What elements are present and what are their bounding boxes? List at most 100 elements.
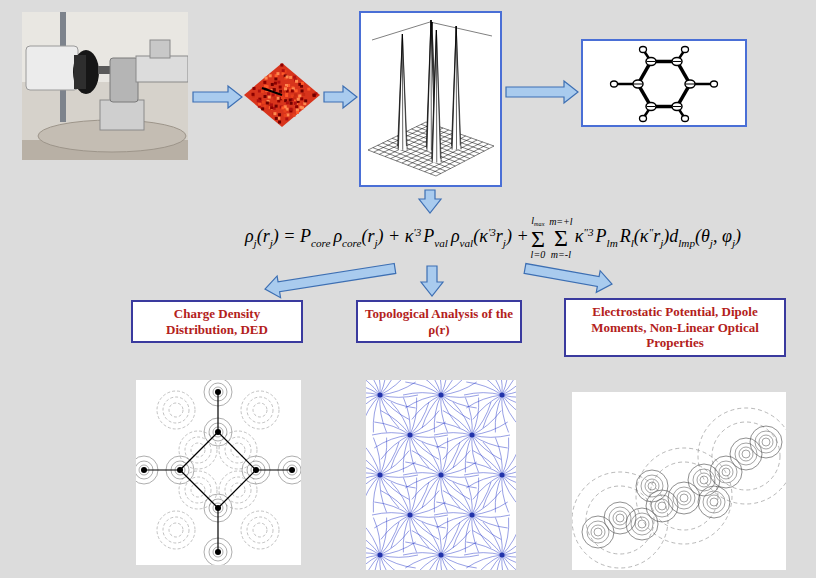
gradient-path: [391, 515, 410, 548]
gradient-path: [410, 402, 429, 435]
block-arrow: [421, 266, 443, 296]
gradient-path: [483, 395, 502, 428]
gradient-path: [441, 555, 470, 570]
pattern-spot: [291, 89, 294, 92]
formula-part: (r: [361, 226, 374, 246]
nucleus-dot: [378, 393, 383, 398]
contour-positive: [648, 482, 656, 490]
summation-sign: Σ: [531, 228, 546, 251]
gradient-path: [372, 433, 410, 435]
gradient-path: [410, 398, 417, 435]
photo-ground: [22, 12, 188, 160]
formula-term: ρ: [333, 226, 342, 246]
gradient-path: [380, 531, 409, 555]
gradient-path: [380, 555, 399, 570]
nucleus-dot: [378, 553, 383, 558]
bond-line: [217, 508, 218, 552]
contour-positive: [735, 443, 757, 465]
formula-part: lmp: [678, 226, 695, 246]
contour-positive: [698, 486, 730, 518]
beam-stop: [262, 88, 282, 95]
pattern-spot: [271, 83, 274, 86]
pattern-spot: [282, 69, 285, 72]
contour-positive: [755, 431, 777, 453]
gradient-path: [453, 435, 472, 468]
photo-goniometer: [110, 58, 138, 102]
nucleus-dot: [500, 473, 505, 478]
block-arrow: [193, 86, 242, 108]
contour-positive: [641, 475, 663, 497]
formula-term: ) = P: [273, 226, 311, 246]
gradient-path: [380, 395, 387, 432]
contour-positive: [638, 520, 646, 528]
gradient-path: [473, 555, 502, 570]
gradient-path: [380, 555, 409, 570]
formula-part: )d: [663, 226, 678, 246]
gradient-path: [495, 438, 502, 475]
gradient-path: [391, 435, 410, 468]
gradient-path: [502, 555, 516, 570]
contour-positive: [707, 495, 721, 509]
contour-negative: [247, 517, 273, 543]
formula-term: l=0: [531, 249, 546, 260]
gradient-path: [502, 438, 509, 475]
contour-positive: [750, 426, 782, 458]
gradient-path: [380, 542, 416, 555]
formula-term: (r: [257, 226, 270, 246]
gradient-path: [403, 398, 410, 435]
contour-negative: [157, 391, 195, 429]
formula-part: m=+lΣm=-l: [549, 217, 573, 260]
pattern-spot: [298, 103, 301, 106]
formula-part: lm: [607, 226, 618, 246]
gradient-path: [403, 515, 410, 552]
pattern-spot: [273, 112, 276, 115]
pattern-spot: [277, 81, 280, 84]
contour-positive: [587, 521, 609, 543]
gradient-path: [381, 515, 410, 539]
nucleus-dot: [408, 433, 413, 438]
pattern-spot: [295, 80, 298, 83]
atom-axis: [673, 61, 681, 62]
pattern-spot: [279, 90, 282, 93]
contour-positive: [719, 465, 733, 479]
sum-limit: l=0: [531, 250, 546, 260]
gradient-path: [366, 451, 380, 475]
gradient-path: [441, 555, 479, 557]
formula-term: r: [653, 226, 660, 246]
contour-negative: [241, 391, 279, 429]
plot-peak-line: [431, 20, 432, 150]
contour-positive: [693, 469, 715, 491]
contour-negative: [253, 403, 267, 417]
bond-line: [256, 469, 292, 470]
gradient-path: [410, 435, 448, 437]
map-ground: [366, 380, 516, 570]
formula-part: val: [434, 226, 448, 246]
gradient-path: [434, 518, 441, 555]
atom: [685, 80, 695, 88]
formula-term: ): [735, 226, 741, 246]
sum-limit: m=-l: [549, 250, 573, 260]
sum-limit: m=+l: [549, 217, 573, 227]
pattern-spot: [289, 108, 292, 111]
formula-part: ) = P: [273, 226, 311, 246]
atom: [646, 103, 656, 111]
gradient-path: [502, 518, 509, 555]
nucleus-dot: [378, 473, 383, 478]
formula-part: P: [594, 226, 607, 246]
contour-negative: [636, 448, 732, 544]
pattern-spot: [274, 77, 277, 80]
pattern-spot: [274, 82, 277, 85]
contour-positive: [700, 476, 708, 484]
nucleus-dot: [439, 553, 444, 558]
formula-term: , φ: [713, 226, 732, 246]
nucleus-dot: [470, 433, 475, 438]
formula-part: ) +: [506, 226, 529, 246]
gradient-path: [410, 422, 446, 435]
pattern-spot: [265, 77, 268, 80]
formula-part: r: [496, 226, 503, 246]
gradient-path: [366, 395, 380, 408]
gradient-path: [465, 398, 472, 435]
pattern-spot: [270, 106, 273, 109]
pattern-spot: [289, 76, 292, 79]
gradient-path: [380, 382, 416, 395]
